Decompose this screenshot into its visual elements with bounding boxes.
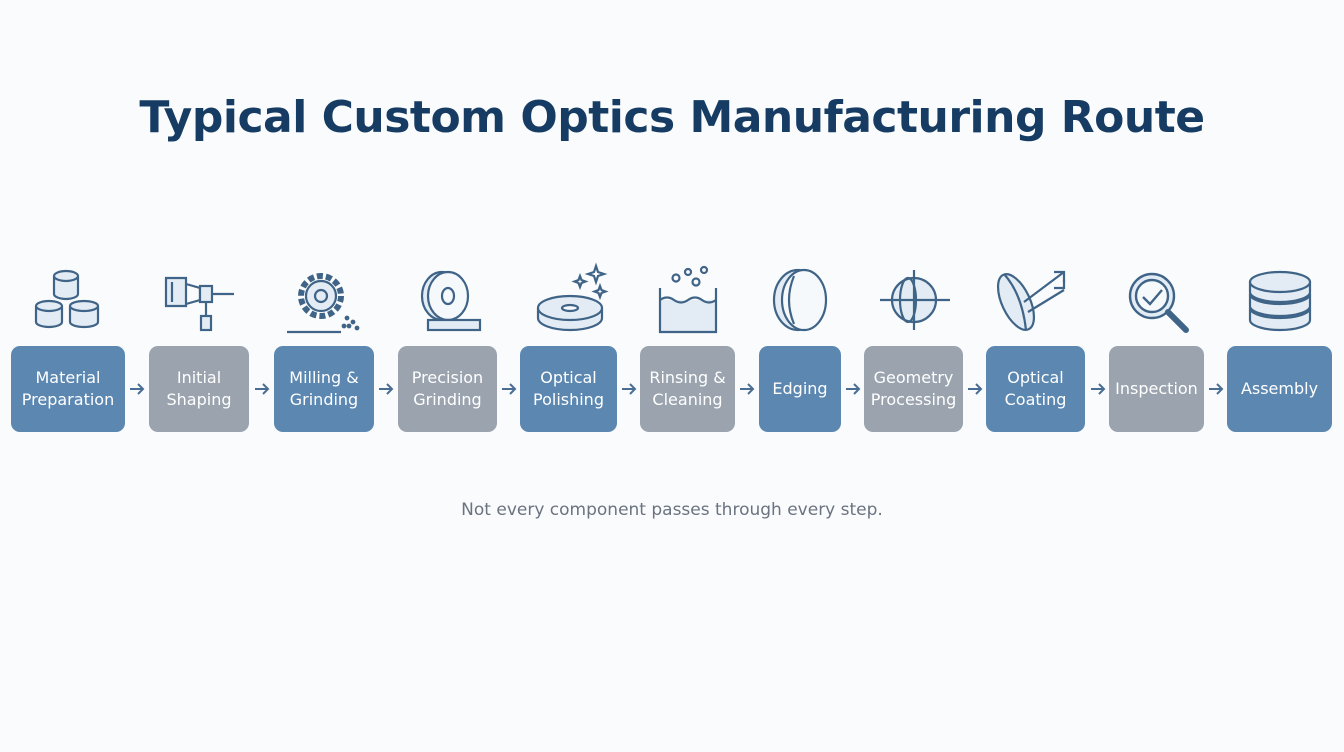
stacked-discs-icon (28, 262, 108, 338)
step-material-preparation: Material Preparation (11, 346, 125, 432)
arrow-right-icon (500, 380, 518, 398)
lens-stack-icon (1240, 262, 1320, 338)
arrow-right-icon (128, 380, 146, 398)
arrow-right-icon (1207, 380, 1225, 398)
step-geometry-processing: Geometry Processing (864, 346, 963, 432)
step-optical-polishing: Optical Polishing (520, 346, 617, 432)
rinse-bath-icon (650, 262, 730, 338)
page-title: Typical Custom Optics Manufacturing Rout… (139, 92, 1205, 143)
arrow-right-icon (620, 380, 638, 398)
arrow-right-icon (844, 380, 862, 398)
magnifier-check-icon (1118, 262, 1198, 338)
saw-tool-icon (158, 262, 238, 338)
step-precision-grinding: Precision Grinding (398, 346, 497, 432)
polished-disc-icon (530, 262, 610, 338)
step-optical-coating: Optical Coating (986, 346, 1085, 432)
step-inspection: Inspection (1109, 346, 1204, 432)
arrow-right-icon (738, 380, 756, 398)
grinding-gear-icon (283, 262, 363, 338)
arrow-right-icon (377, 380, 395, 398)
step-edging: Edging (759, 346, 841, 432)
arrow-right-icon (253, 380, 271, 398)
footnote: Not every component passes through every… (461, 500, 883, 520)
grinding-wheel-icon (408, 262, 488, 338)
step-initial-shaping: Initial Shaping (149, 346, 249, 432)
arrow-right-icon (1089, 380, 1107, 398)
step-rinsing-cleaning: Rinsing & Cleaning (640, 346, 735, 432)
step-assembly: Assembly (1227, 346, 1332, 432)
arrow-right-icon (966, 380, 984, 398)
coated-lens-icon (990, 262, 1070, 338)
step-milling-grinding: Milling & Grinding (274, 346, 374, 432)
lens-edge-icon (760, 262, 840, 338)
crosshair-lens-icon (874, 262, 954, 338)
